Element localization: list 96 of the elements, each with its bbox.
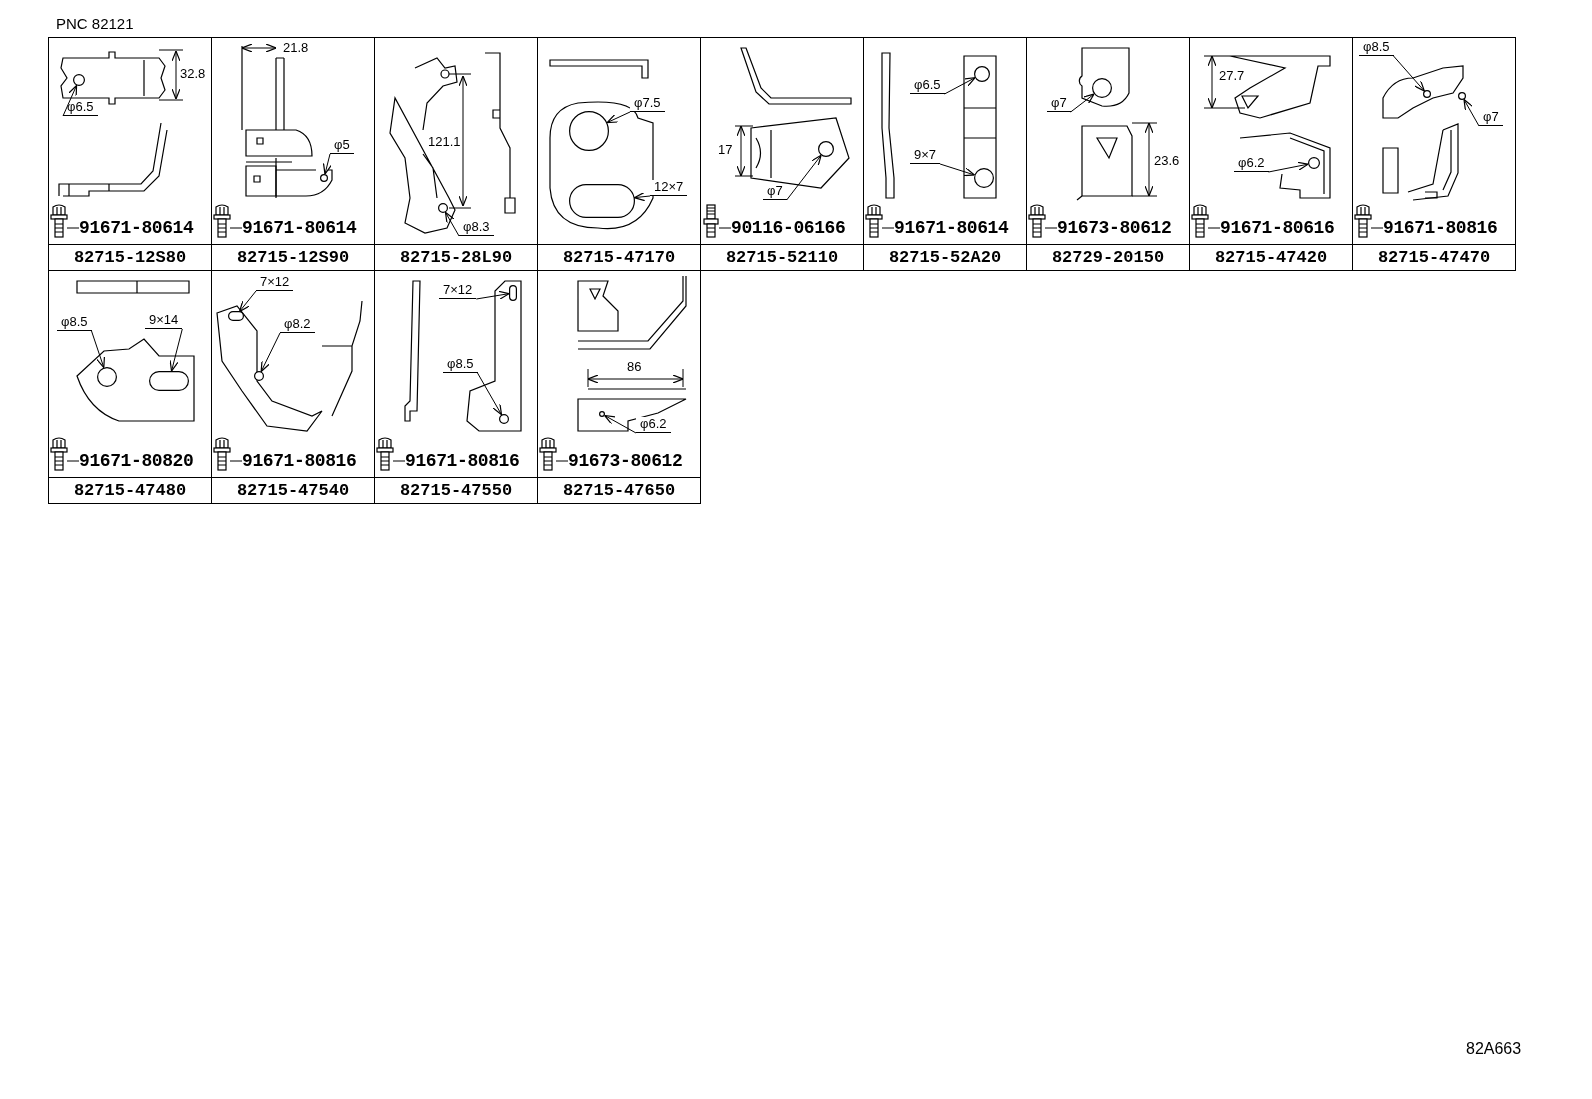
leader-line [239,290,257,313]
parts-cell [1026,37,1190,271]
bolt-icon [1192,204,1208,238]
bolt-icon [540,437,556,471]
parts-cell [863,37,1027,271]
hole-size-label: 7×12 [439,283,477,299]
slot-hole [569,184,635,218]
mounting-hole [818,141,834,157]
leader-line [939,163,976,177]
dimension-label: 121.1 [427,134,462,149]
leader-line [606,111,631,124]
hole-size-label: φ7 [1047,96,1071,112]
leader-line [1268,161,1309,173]
hole-size-label: φ8.5 [1359,40,1394,56]
leader-line [633,192,651,202]
hole-size-label: φ6.2 [1234,156,1269,172]
mounting-hole [599,411,605,417]
hole-size-label: φ6.5 [910,78,945,94]
hole-size-label: φ8.5 [57,315,92,331]
mounting-hole [1458,92,1466,100]
leader-line [1463,98,1480,127]
hole-size-label: φ6.2 [636,417,671,433]
leader-line [322,153,332,175]
page-title: PNC 82121 [56,15,134,32]
hole-size-label: φ6.5 [63,100,98,116]
dimension-label: 21.8 [282,40,310,55]
leader-line [1070,93,1095,113]
leader-line [475,290,510,300]
dimension-label: 32.8 [179,66,207,81]
connector-line [229,460,243,462]
slot-hole [149,371,189,391]
stud-bolt-icon [703,204,719,238]
hole-size-label: 7×12 [256,275,294,291]
connector-line [1207,227,1221,229]
dimension-label: 23.6 [1153,153,1181,168]
hole-size-label: φ7 [763,184,787,200]
connector-line [392,460,406,462]
bolt-icon [377,437,393,471]
bolt-icon [51,437,67,471]
parts-cell [1352,37,1516,271]
mounting-hole [1308,157,1320,169]
hole-size-label: φ7.5 [630,96,665,112]
parts-cell [48,37,212,271]
slot-hole [228,311,244,321]
mounting-hole [254,371,264,381]
mounting-hole [1092,78,1112,98]
leader-line [169,328,183,372]
connector-line [555,460,569,462]
connector-line [66,227,80,229]
bolt-icon [866,204,882,238]
drawing-number: 82A663 [1466,1040,1522,1058]
dimension-label: 86 [626,359,643,374]
connector-line [881,227,895,229]
bolt-icon [214,204,230,238]
hole-size-label: φ8.3 [459,220,494,236]
connector-line [66,460,80,462]
slot-hole [509,285,517,301]
bolt-icon [214,437,230,471]
leader-line [604,414,637,434]
mounting-hole [569,111,609,151]
leader-line [62,84,78,117]
hole-size-label: φ8.2 [280,317,315,333]
hole-size-label: 12×7 [650,180,688,196]
bolt-icon [51,204,67,238]
leader-line [477,372,503,416]
parts-cell [48,270,212,504]
leader-line [91,330,105,369]
connector-line [229,227,243,229]
mounting-hole [974,168,994,188]
bolt-icon [1355,204,1371,238]
parts-cell [700,37,864,271]
parts-cell [537,270,701,504]
hole-size-label: φ8.5 [443,357,478,373]
mounting-hole [438,203,448,213]
mounting-hole [1423,90,1431,98]
parts-cell [1189,37,1353,271]
mounting-hole [499,414,509,424]
dimension-label: 17 [717,142,734,157]
mounting-hole [73,74,85,86]
connector-line [1370,227,1384,229]
leader-line [786,154,822,201]
leader-line [944,77,976,95]
bolt-icon [1029,204,1045,238]
leader-line [260,332,281,373]
hole-size-label: 9×14 [145,313,183,329]
dimension-label: 27.7 [1218,68,1246,83]
hole-size-label: 9×7 [910,148,941,164]
hole-size-label: φ7 [1479,110,1503,126]
mounting-hole [320,174,328,182]
leader-line [1393,55,1425,92]
connector-line [1044,227,1058,229]
hole-size-label: φ5 [330,138,354,154]
leader-line [444,211,460,237]
mounting-hole [974,66,990,82]
connector-line [718,227,732,229]
mounting-hole [97,367,117,387]
